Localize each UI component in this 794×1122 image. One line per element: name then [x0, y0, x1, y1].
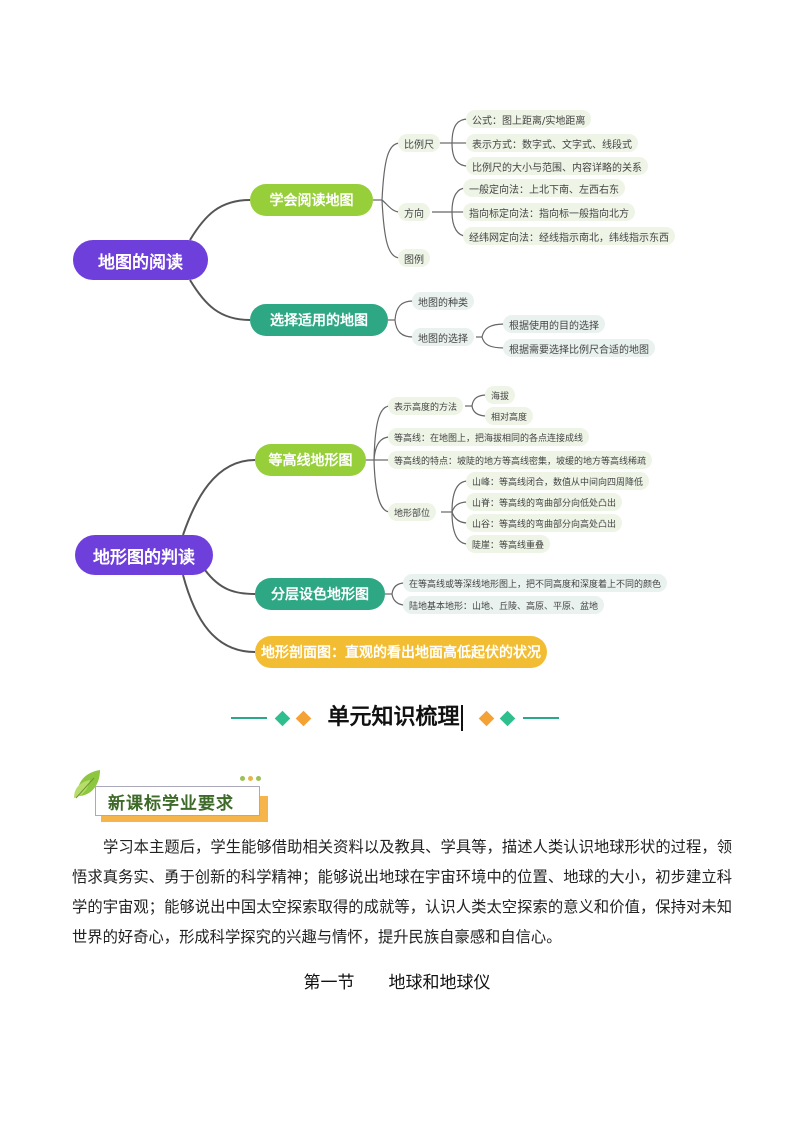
- node-label: 方向: [404, 208, 424, 220]
- node-label: 图例: [404, 254, 424, 266]
- branch-label: 分层设色地形图: [271, 587, 369, 603]
- node-label: 地图的种类: [418, 297, 468, 309]
- leaf-label: 陆地基本地形：山地、丘陵、高原、平原、盆地: [409, 601, 599, 612]
- node-label: 等高线的特点：坡陡的地方等高线密集，坡缓的地方等高线稀疏: [394, 456, 647, 467]
- leaf-altitude: 海拔: [485, 386, 516, 404]
- unit-title: 单元知识梳理: [327, 705, 463, 731]
- branch-label: 选择适用的地图: [270, 313, 368, 329]
- leaf-direction-grid: 经纬网定向法：经线指示南北，纬线指示东西: [463, 227, 675, 245]
- leaf-label: 相对高度: [491, 412, 528, 423]
- leaf-select-by-scale: 根据需要选择比例尺合适的地图: [503, 339, 655, 357]
- leaf-cliff: 陡崖：等高线重叠: [466, 535, 551, 553]
- branch-choose-map: 选择适用的地图: [250, 304, 388, 336]
- leaf-direction-arrow: 指向标定向法：指向标一般指向北方: [463, 203, 635, 221]
- branch-learn-read-map: 学会阅读地图: [250, 184, 373, 216]
- leaf-scale-relation: 比例尺的大小与范围、内容详略的关系: [466, 157, 648, 175]
- leaf-layered-coloring: 在等高线或等深线地形图上，把不同高度和深度着上不同的颜色: [403, 574, 668, 592]
- node-label: 表示高度的方法: [394, 402, 458, 413]
- leaf-valley: 山谷：等高线的弯曲部分向高处凸出: [466, 514, 623, 532]
- diamond-icon: [275, 710, 291, 726]
- leaf-direction-general: 一般定向法：上北下南、左西右东: [463, 179, 625, 197]
- node-scale: 比例尺: [398, 134, 440, 152]
- node-map-types: 地图的种类: [412, 292, 474, 310]
- requirements-heading-text: 新课标学业要求: [108, 793, 234, 814]
- leaf-label: 指向标定向法：指向标一般指向北方: [469, 208, 629, 220]
- node-height-methods: 表示高度的方法: [388, 397, 464, 415]
- divider-line-left: [231, 717, 268, 719]
- diamond-icon: [296, 710, 312, 726]
- diamond-icon: [478, 710, 494, 726]
- node-landform-parts: 地形部位: [388, 503, 437, 521]
- node-label: 比例尺: [404, 139, 434, 151]
- leaf-label: 根据需要选择比例尺合适的地图: [509, 344, 649, 356]
- leaf-label: 公式：图上距离/实地距离: [472, 115, 586, 127]
- leaf-select-by-purpose: 根据使用的目的选择: [503, 315, 605, 333]
- branch-label: 地形剖面图：直观的看出地面高低起伏的状况: [261, 645, 541, 661]
- leaf-label: 比例尺的大小与范围、内容详略的关系: [472, 162, 642, 174]
- mindmap-root-map-reading: 地图的阅读: [73, 240, 208, 280]
- leaf-scale-formula: 公式：图上距离/实地距离: [466, 110, 592, 128]
- requirements-heading: 新课标学业要求: [95, 786, 260, 816]
- leaf-label: 表示方式：数字式、文字式、线段式: [472, 139, 632, 151]
- node-direction: 方向: [398, 203, 430, 221]
- unit-knowledge-banner: 单元知识梳理: [205, 700, 585, 736]
- node-map-selection: 地图的选择: [412, 328, 474, 346]
- branch-layered-color-map: 分层设色地形图: [255, 578, 385, 610]
- branch-contour-map: 等高线地形图: [255, 444, 366, 476]
- leaf-basic-landforms: 陆地基本地形：山地、丘陵、高原、平原、盆地: [403, 596, 605, 614]
- leaf-scale-forms: 表示方式：数字式、文字式、线段式: [466, 134, 638, 152]
- leaf-label: 在等高线或等深线地形图上，把不同高度和深度着上不同的颜色: [409, 579, 662, 590]
- requirements-paragraph: 学习本主题后，学生能够借助相关资料以及教具、学具等，描述人类认识地球形状的过程，…: [72, 838, 732, 946]
- leaf-label: 根据使用的目的选择: [509, 320, 599, 332]
- leaf-label: 山谷：等高线的弯曲部分向高处凸出: [472, 519, 617, 530]
- section-title: 第一节 地球和地球仪: [303, 973, 491, 993]
- branch-label: 学会阅读地图: [269, 193, 354, 209]
- decor-dots-icon: [240, 776, 261, 781]
- leaf-relative-height: 相对高度: [485, 407, 534, 425]
- mindmap-root-topographic-reading: 地形图的判读: [75, 535, 213, 575]
- leaf-ridge: 山脊：等高线的弯曲部分向低处凸出: [466, 493, 623, 511]
- node-label: 等高线：在地图上，把海拔相同的各点连接成线: [394, 433, 584, 444]
- leaf-label: 山脊：等高线的弯曲部分向低处凸出: [472, 498, 617, 509]
- diamond-icon: [499, 710, 515, 726]
- leaf-label: 海拔: [491, 391, 510, 402]
- root-label: 地图的阅读: [98, 252, 183, 273]
- node-contour-features: 等高线的特点：坡陡的地方等高线密集，坡缓的地方等高线稀疏: [388, 451, 653, 469]
- node-label: 地形部位: [394, 508, 431, 519]
- leaf-label: 山峰：等高线闭合，数值从中间向四周降低: [472, 477, 644, 488]
- leaf-icon: [74, 770, 100, 799]
- node-label: 地图的选择: [418, 333, 468, 345]
- leaf-label: 一般定向法：上北下南、左西右东: [469, 184, 619, 196]
- node-contour-definition: 等高线：在地图上，把海拔相同的各点连接成线: [388, 428, 590, 446]
- divider-line-right: [522, 717, 559, 719]
- branch-profile-map: 地形剖面图：直观的看出地面高低起伏的状况: [255, 636, 547, 668]
- leaf-peak: 山峰：等高线闭合，数值从中间向四周降低: [466, 472, 650, 490]
- leaf-label: 陡崖：等高线重叠: [472, 540, 545, 551]
- root-label: 地形图的判读: [93, 547, 195, 568]
- branch-label: 等高线地形图: [268, 453, 353, 469]
- node-legend: 图例: [398, 249, 430, 267]
- leaf-label: 经纬网定向法：经线指示南北，纬线指示东西: [469, 232, 669, 244]
